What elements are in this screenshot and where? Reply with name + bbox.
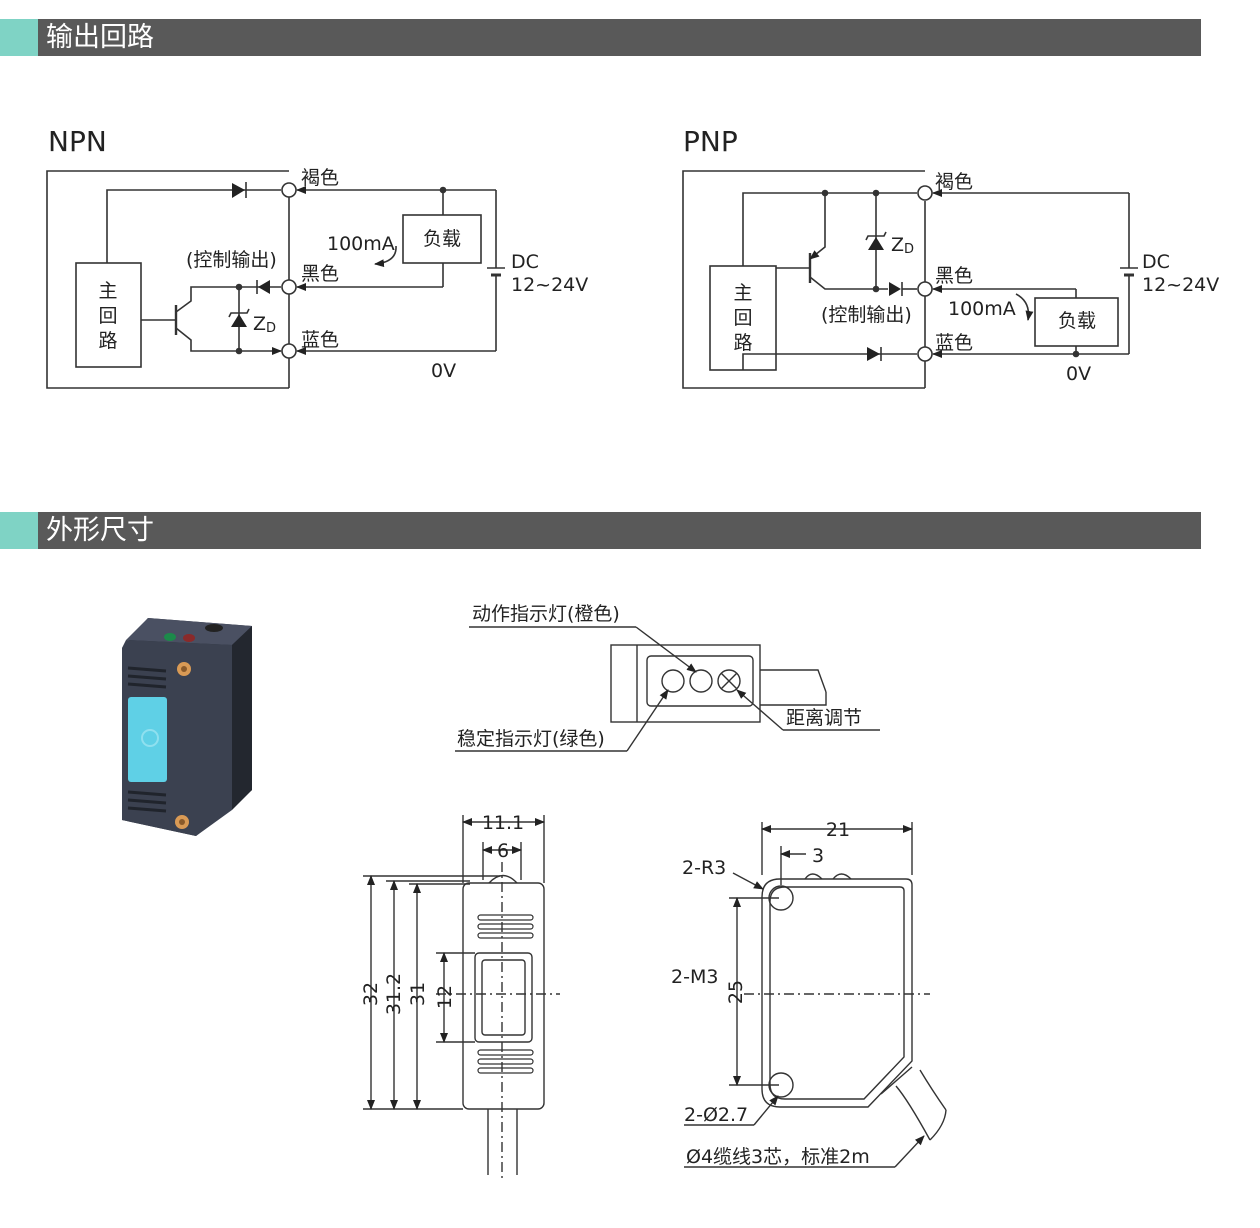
npn-terminal-black: [281, 279, 297, 295]
svg-text:D: D: [266, 321, 276, 336]
pnp-brown-label: 褐色: [935, 171, 973, 193]
dim-width-3: 3: [812, 845, 824, 867]
section-accent: [0, 512, 38, 549]
action-indicator-label: 动作指示灯(橙色): [472, 603, 620, 625]
npn-title: NPN: [48, 125, 107, 158]
dim-height-12: 12: [434, 985, 456, 1009]
dim-width-11-1: 11.1: [482, 812, 524, 834]
pnp-terminal-blue: [917, 346, 933, 362]
distance-adjust-label: 距离调节: [786, 707, 862, 729]
section-bar-dimensions: 外形尺寸: [0, 512, 1201, 549]
front-view-drawing: 11.1 6 32 31.2 31 12: [360, 812, 560, 1180]
pnp-outer-box: [682, 170, 925, 389]
npn-main-circuit-box: [75, 262, 142, 368]
svg-text:主: 主: [98, 280, 117, 302]
stable-indicator-label: 稳定指示灯(绿色): [457, 728, 605, 750]
npn-control-output: (控制输出): [186, 249, 277, 271]
zener-icon: [231, 314, 247, 327]
section-title-output-circuit: 输出回路: [46, 22, 154, 53]
svg-text:回: 回: [98, 305, 117, 327]
npn-terminal-brown: [281, 182, 297, 198]
svg-text:Z: Z: [891, 234, 904, 256]
pnp-diagram: PNP 主 回 路 Z D 褐色 黑色 蓝色: [682, 125, 1219, 389]
pnp-0v-label: 0V: [1066, 363, 1091, 385]
dim-height-31-2: 31.2: [383, 973, 405, 1015]
pnp-voltage-label: 12~24V: [1142, 274, 1219, 296]
npn-diagram: NPN 主 回 路 Z D 褐色 黑色 蓝色 (: [46, 125, 588, 389]
dim-width-6: 6: [497, 840, 509, 862]
dim-thread-m3: 2-M3: [671, 966, 718, 988]
dim-radius-r3: 2-R3: [682, 857, 726, 879]
cable-spec-label: Ø4缆线3芯，标准2m: [686, 1146, 870, 1168]
dim-height-31: 31: [407, 982, 429, 1006]
pnp-black-label: 黑色: [935, 265, 973, 287]
npn-terminal-blue: [281, 343, 297, 359]
diode-icon: [232, 183, 245, 198]
npn-outer-box: [46, 170, 289, 389]
diode-icon: [889, 282, 901, 296]
section-bar-output-circuit: 输出回路: [0, 19, 1201, 56]
dim-height-25: 25: [725, 980, 747, 1004]
stable-indicator: [661, 669, 685, 693]
npn-dc-label: DC: [511, 251, 539, 273]
npn-0v-label: 0V: [431, 360, 456, 382]
side-view-drawing: 21 3 2-R3 2-M3 25 2-Ø2.7 Ø4缆线3芯，标准2m: [671, 819, 947, 1168]
action-indicator: [689, 669, 713, 693]
pnp-terminal-brown: [917, 185, 933, 201]
svg-text:主: 主: [733, 282, 752, 304]
npn-voltage-label: 12~24V: [511, 274, 588, 296]
pnp-title: PNP: [683, 125, 738, 158]
npn-blue-label: 蓝色: [301, 329, 339, 351]
dim-hole-2-7: 2-Ø2.7: [684, 1104, 748, 1126]
npn-black-label: 黑色: [301, 263, 339, 285]
npn-brown-label: 褐色: [301, 167, 339, 189]
pnp-terminal-black: [917, 281, 933, 297]
section-title-dimensions: 外形尺寸: [46, 515, 154, 546]
npn-load-label: 负载: [423, 228, 461, 250]
npn-current-label: 100mA: [327, 233, 395, 255]
dim-width-21: 21: [826, 819, 850, 841]
pnp-current-label: 100mA: [948, 298, 1016, 320]
distance-adjust-knob: [717, 669, 741, 693]
indicator-top-view: 动作指示灯(橙色) 稳定指示灯(绿色) 距离调节: [455, 603, 880, 752]
section-accent: [0, 19, 38, 56]
sensor-product-image: [122, 618, 252, 836]
zener-icon: [868, 237, 884, 250]
svg-text:路: 路: [98, 330, 117, 352]
pnp-control-output: (控制输出): [821, 304, 912, 326]
pnp-blue-label: 蓝色: [935, 332, 973, 354]
pnp-dc-label: DC: [1142, 251, 1170, 273]
pnp-load-label: 负载: [1058, 310, 1096, 332]
svg-text:D: D: [904, 242, 914, 257]
svg-text:路: 路: [733, 332, 752, 354]
diode-icon: [867, 347, 880, 361]
svg-text:Z: Z: [253, 313, 266, 335]
diode-icon: [258, 280, 270, 294]
npn-load-box: [402, 214, 482, 264]
svg-text:回: 回: [733, 307, 752, 329]
dim-height-32: 32: [360, 982, 382, 1006]
